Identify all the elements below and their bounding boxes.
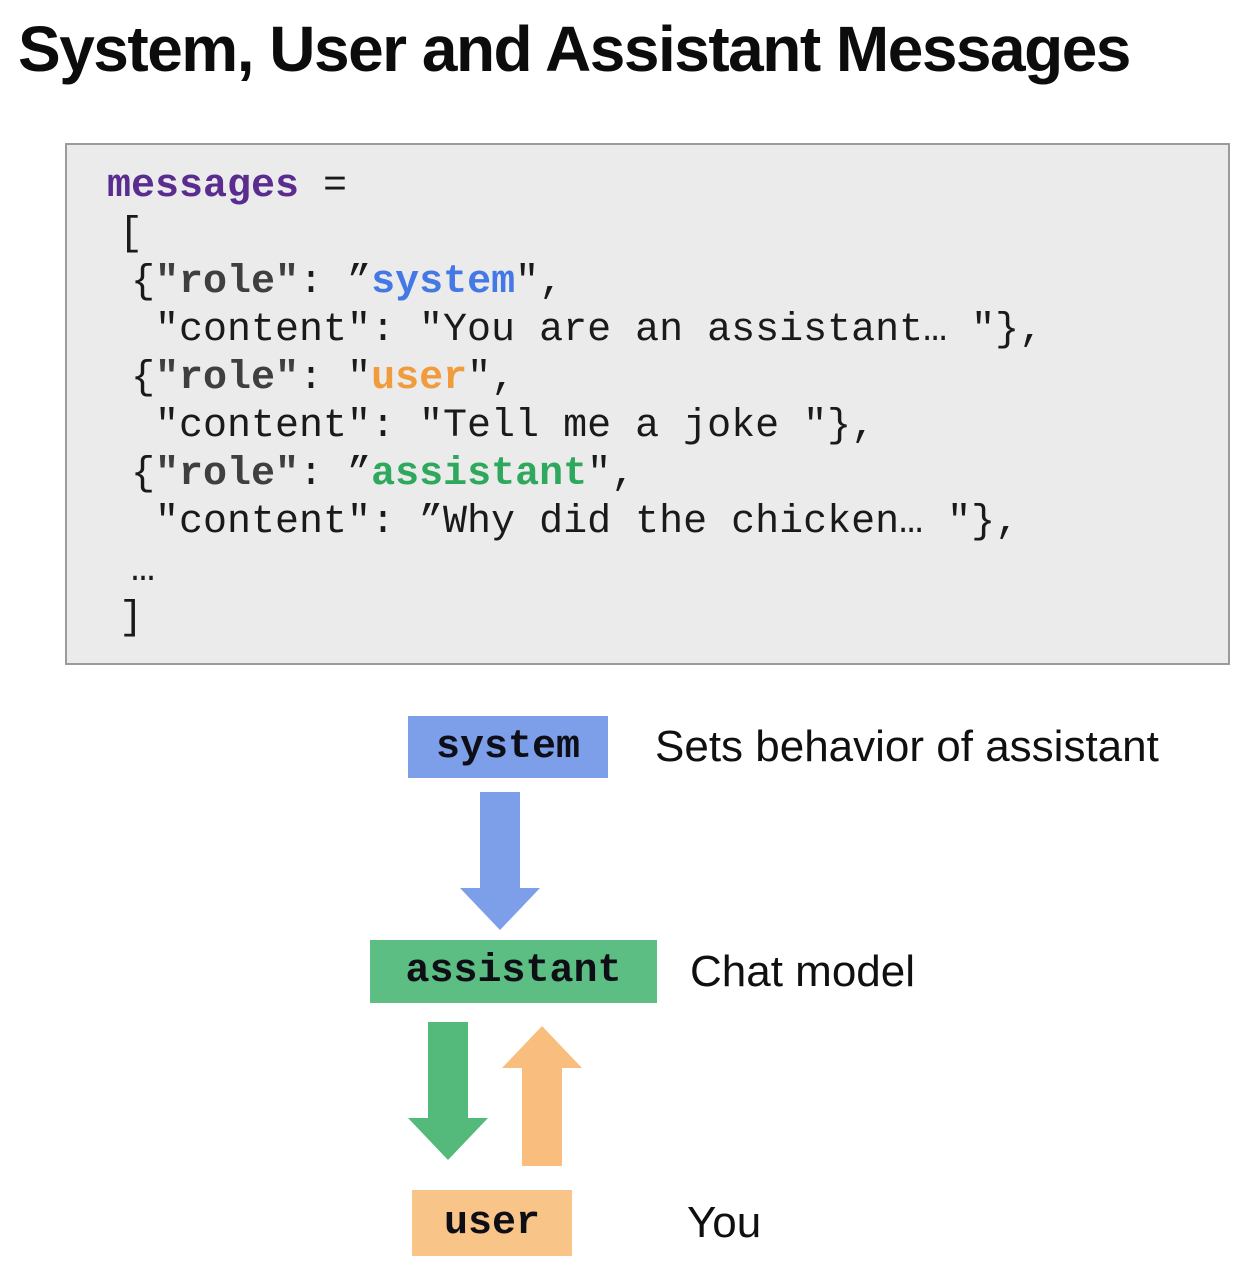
open-brace: { [131,452,156,497]
code-line-messages: messages = [107,163,1228,211]
line-end: ", [587,452,636,497]
assistant-role-value: assistant [371,452,588,497]
open-brace: { [131,260,156,305]
code-line-content-user: "content": "Tell me a joke "}, [155,404,876,449]
page-title: System, User and Assistant Messages [18,13,1131,85]
separator: : [299,452,348,497]
assistant-to-user-arrow-head-icon [408,1118,488,1160]
messages-keyword: messages [107,164,300,209]
user-role-value: user [371,356,468,401]
assistant-role-box: assistant [370,940,657,1003]
code-line-content-assistant: "content": ”Why did the chicken… "}, [155,500,1020,545]
code-line-open-bracket: [ [119,212,144,257]
assistant-description: Chat model [690,946,916,996]
open-quote: ” [347,452,372,497]
separator: : [299,356,348,401]
system-to-assistant-arrow-shaft [480,792,520,888]
open-quote: " [347,356,372,401]
code-block: messages = [ {"role": ”system", "content… [65,143,1230,665]
code-content: messages = [ {"role": ”system", "content… [67,145,1228,643]
separator: : [299,260,348,305]
code-line-role-user: {"role": "user", [107,355,1228,403]
role-key: "role" [155,356,300,401]
code-line-content-system: "content": "You are an assistant… "}, [155,308,1044,353]
user-to-assistant-arrow-shaft [522,1068,562,1166]
line-end: ", [467,356,516,401]
open-brace: { [131,356,156,401]
system-description: Sets behavior of assistant [655,722,1159,771]
open-quote: ” [347,260,372,305]
code-line-ellipsis: … [131,548,156,593]
assistant-to-user-arrow-shaft [428,1022,468,1118]
assign-operator: = [299,164,348,209]
user-to-assistant-arrow-head-icon [502,1026,582,1068]
user-description: You [687,1198,762,1247]
line-end: ", [515,260,564,305]
system-role-value: system [371,260,516,305]
role-key: "role" [155,260,300,305]
user-role-box: user [412,1190,572,1256]
code-line-role-assistant: {"role": ”assistant", [107,451,1228,499]
system-to-assistant-arrow-head-icon [460,888,540,930]
role-key: "role" [155,452,300,497]
system-role-box: system [408,716,608,778]
code-line-close-bracket: ] [119,596,144,641]
code-line-role-system: {"role": ”system", [107,259,1228,307]
